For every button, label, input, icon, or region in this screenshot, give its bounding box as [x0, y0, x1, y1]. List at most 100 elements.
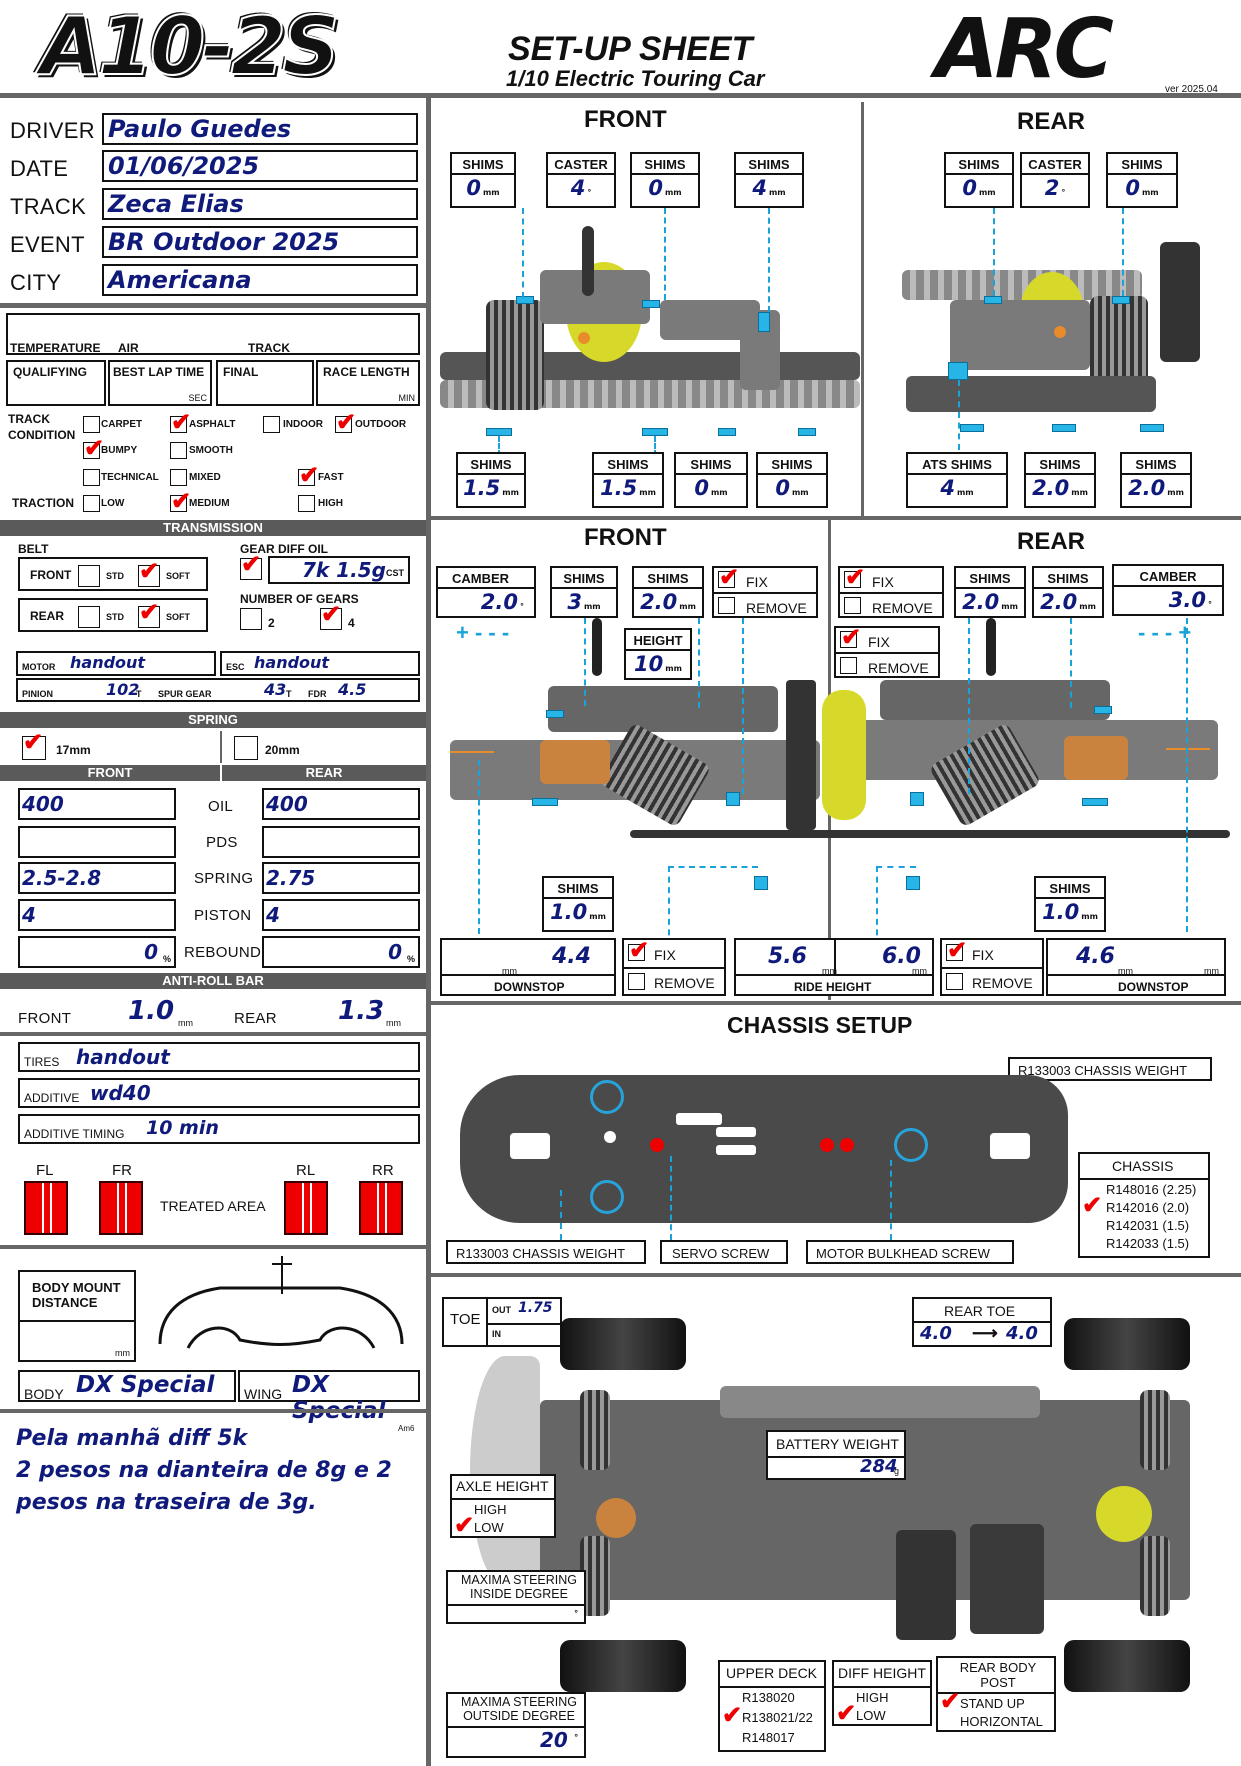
outdoor-checkbox[interactable]	[335, 408, 356, 437]
traction-low-checkbox[interactable]	[83, 495, 100, 512]
track-field[interactable]: Zeca Elias	[102, 188, 418, 220]
chassis-option-1[interactable]: R148016 (2.25)	[1106, 1182, 1197, 1197]
tire-rl-treated[interactable]	[284, 1181, 328, 1235]
belt-front-box[interactable]: FRONT STD SOFT	[18, 557, 208, 591]
rear-remove-checkbox-1[interactable]	[844, 597, 861, 614]
front-fix-remove[interactable]: FIX REMOVE	[712, 563, 818, 618]
chassis-weight-front-top-marker[interactable]	[590, 1080, 624, 1114]
rear-fix-remove-1[interactable]: FIX REMOVE	[838, 563, 944, 618]
temperature-box[interactable]: TEMPERATURE AIR TRACK	[6, 313, 420, 355]
city-field[interactable]: Americana	[102, 264, 418, 296]
diff-oil-field[interactable]: 7k 1.5g CST	[268, 556, 410, 584]
deck-option-1[interactable]: R138020	[742, 1690, 795, 1705]
driver-field[interactable]: Paulo Guedes	[102, 113, 418, 145]
indoor-checkbox[interactable]	[263, 416, 280, 433]
rear-remove-checkbox-2[interactable]	[840, 657, 857, 674]
diff-low-checkbox[interactable]	[836, 1699, 856, 1728]
chassis-option-2[interactable]: R142016 (2.0)	[1106, 1200, 1190, 1215]
front-downstop-fix[interactable]: FIX REMOVE	[622, 936, 726, 996]
rear-rebound-field[interactable]: 0%	[262, 936, 420, 968]
asphalt-checkbox[interactable]	[170, 408, 191, 437]
front-fix-checkbox[interactable]	[718, 563, 739, 592]
battery-weight-box[interactable]: BATTERY WEIGHT 284 g	[766, 1430, 906, 1480]
front-remove-checkbox[interactable]	[718, 597, 735, 614]
axle-height-box[interactable]: AXLE HEIGHT HIGH LOW	[450, 1474, 556, 1540]
rear-downstop-remove-checkbox[interactable]	[946, 973, 963, 990]
rear-fix-remove-2[interactable]: FIX REMOVE	[834, 623, 940, 678]
event-field[interactable]: BR Outdoor 2025	[102, 226, 418, 258]
chassis-option-2-check[interactable]	[1082, 1191, 1102, 1220]
chassis-weight-rear-marker[interactable]	[894, 1128, 928, 1162]
rear-oil-field[interactable]: 400	[262, 788, 420, 820]
front-spring-field[interactable]: 2.5-2.8	[18, 862, 176, 894]
rear-fix-checkbox-2[interactable]	[840, 623, 861, 652]
rear-spring-field[interactable]: 2.75	[262, 862, 420, 894]
rear-downstop-fix[interactable]: FIX REMOVE	[940, 936, 1044, 996]
traction-medium-checkbox[interactable]	[170, 487, 191, 516]
rear-body-post-box[interactable]: REAR BODY POST STAND UP HORIZONTAL	[936, 1656, 1056, 1732]
front-oil-field[interactable]: 400	[18, 788, 176, 820]
gears-2-checkbox[interactable]	[240, 608, 262, 630]
max-steering-outside-box[interactable]: MAXIMA STEERING OUTSIDE DEGREE 20 °	[446, 1692, 586, 1758]
tire-fl-treated[interactable]	[24, 1181, 68, 1235]
chassis-option-4[interactable]: R142033 (1.5)	[1106, 1236, 1190, 1251]
front-downstop[interactable]: mm 4.4 DOWNSTOP	[440, 938, 616, 996]
technical-checkbox[interactable]	[83, 469, 100, 486]
belt-front-soft-checkbox[interactable]	[138, 557, 160, 587]
belt-rear-soft-checkbox[interactable]	[138, 598, 160, 628]
tire-fr-treated[interactable]	[99, 1181, 143, 1235]
upper-deck-box[interactable]: UPPER DECK R138020 R138021/22 R148017	[718, 1660, 826, 1752]
downstop-remove-checkbox[interactable]	[628, 973, 645, 990]
rear-toe-box[interactable]: REAR TOE 4.0 ⟶ 4.0	[912, 1297, 1052, 1347]
rear-pds-field[interactable]	[262, 826, 420, 858]
ride-height-box[interactable]: 5.6 mm 6.0 mm RIDE HEIGHT	[734, 938, 934, 996]
traction-high-checkbox[interactable]	[298, 495, 315, 512]
gears-4-checkbox[interactable]	[320, 600, 342, 630]
rear-downstop[interactable]: 4.6 mm mm DOWNSTOP	[1046, 938, 1226, 996]
bumpy-checkbox[interactable]	[83, 434, 104, 463]
belt-rear-box[interactable]: REAR STD SOFT	[18, 598, 208, 632]
downstop-fix-checkbox[interactable]	[628, 936, 649, 965]
front-piston-field[interactable]: 4	[18, 899, 176, 931]
belt-rear-std-checkbox[interactable]	[78, 606, 100, 628]
deck-option-2-check[interactable]	[722, 1701, 742, 1730]
tire-rr-treated[interactable]	[359, 1181, 403, 1235]
carpet-checkbox[interactable]	[83, 416, 100, 433]
front-pds-field[interactable]	[18, 826, 176, 858]
date-field[interactable]: 01/06/2025	[102, 150, 418, 182]
smooth-checkbox[interactable]	[170, 442, 187, 459]
chassis-options[interactable]: CHASSIS R148016 (2.25) R142016 (2.0) R14…	[1078, 1152, 1210, 1258]
toe-box[interactable]: TOE OUT 1.75 IN	[442, 1297, 562, 1347]
diff-oil-checkbox[interactable]	[240, 550, 262, 580]
body-mount-box[interactable]: BODY MOUNT DISTANCE mm	[18, 1270, 136, 1362]
diff-height-box[interactable]: DIFF HEIGHT HIGH LOW	[832, 1660, 932, 1728]
